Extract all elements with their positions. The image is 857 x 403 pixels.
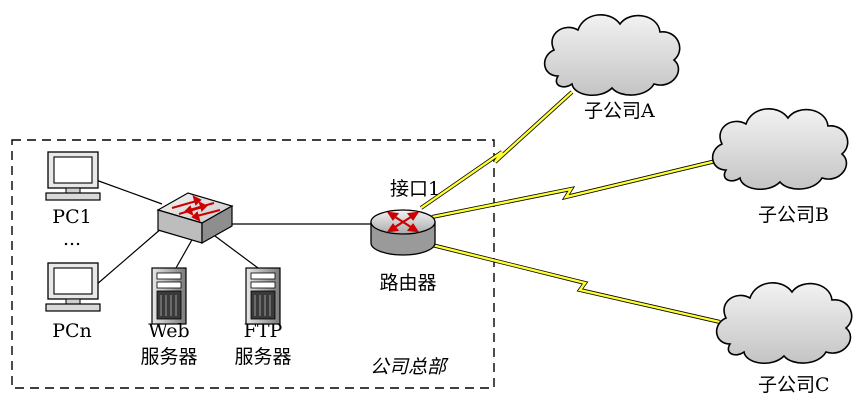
lightning-link-b [431,158,721,219]
switch-icon [156,192,234,245]
link-pc1-switch [95,179,163,205]
router-label: 路由器 [379,272,437,294]
branch-c-label: 子公司C [758,374,830,396]
pc1-label: PC1 [52,206,92,228]
headquarters-label: 公司总部 [370,356,447,378]
cloud-icon [543,14,681,96]
link-web-switch [175,237,194,269]
web-server-label-line2: 服务器 [140,346,198,368]
branch-b-label: 子公司B [758,204,829,226]
web-server-label-line1: Web [148,320,190,342]
server-icon [151,267,187,325]
ftp-server-label-line1: FTP [243,320,283,342]
pc-icon [45,151,101,201]
server-icon [245,267,281,325]
lan-links [95,179,372,286]
link-ftp-switch [214,235,259,269]
lightning-link-a [419,90,574,210]
cloud-icon [715,282,853,364]
wan-links [419,90,721,324]
pcn-label: PCn [52,320,92,342]
link-pcn-switch [95,227,163,286]
lightning-link-c [431,243,721,324]
ftp-server-label-line2: 服务器 [234,346,292,368]
router-icon [370,209,436,256]
cloud-icon [711,108,849,190]
router-interface-label: 接口1 [389,178,441,200]
pc-icon [45,262,101,312]
pc-ellipsis: ... [62,228,82,250]
headquarters-boundary [11,139,495,389]
branch-a-label: 子公司A [584,100,655,122]
